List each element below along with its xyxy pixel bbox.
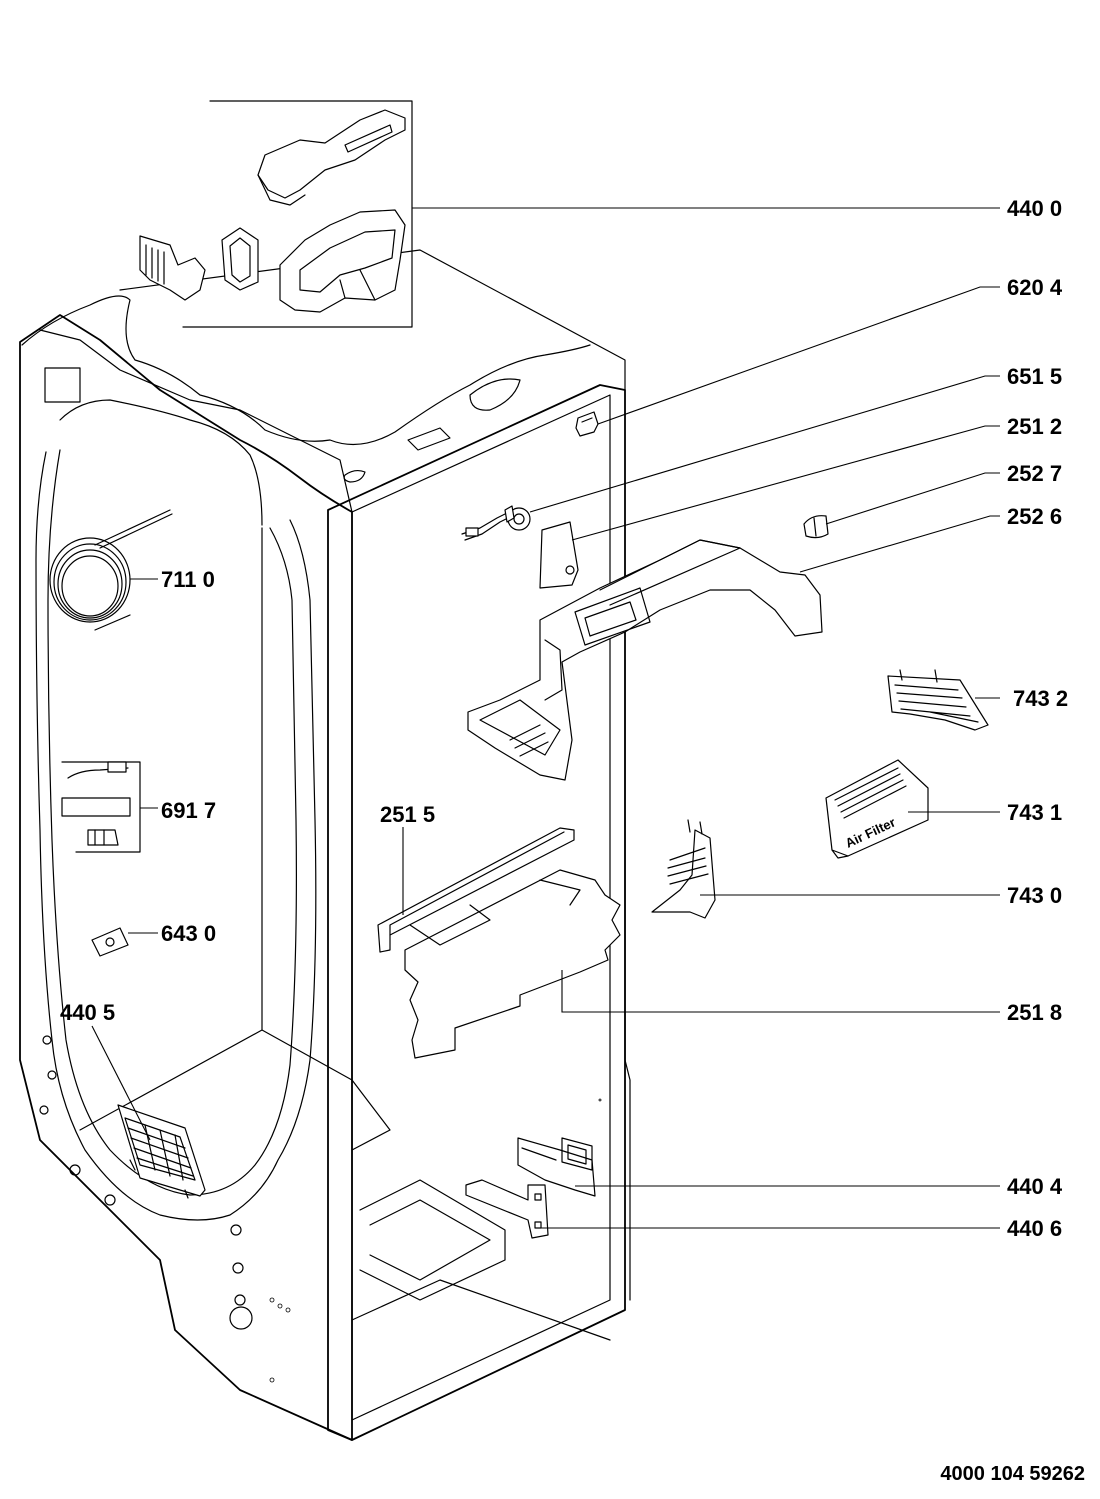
part-440-0-air-duct-assembly — [139, 100, 413, 328]
callout-labels: 440 0 620 4 651 5 251 2 252 7 252 6 711 … — [60, 196, 1068, 1241]
document-number: 4000 104 59262 — [940, 1463, 1085, 1485]
callout-440-6: 440 6 — [1007, 1216, 1062, 1241]
part-691-7-kit — [61, 761, 141, 853]
callout-743-2: 743 2 — [1013, 686, 1068, 711]
callout-620-4: 620 4 — [1007, 275, 1063, 300]
leader-lines — [91, 207, 1000, 1229]
callout-252-6: 252 6 — [1007, 504, 1062, 529]
callout-743-1: 743 1 — [1007, 800, 1062, 825]
callout-440-0: 440 0 — [1007, 196, 1062, 221]
callout-743-0: 743 0 — [1007, 883, 1062, 908]
part-743-1-air-filter-cover: Air Filter — [825, 759, 929, 859]
callout-251-5: 251 5 — [380, 802, 435, 827]
part-440-5-grille — [117, 1104, 206, 1199]
callout-643-0: 643 0 — [161, 921, 216, 946]
callout-440-5: 440 5 — [60, 1000, 115, 1025]
part-440-6-bracket — [465, 1179, 549, 1239]
part-251-2-plate — [539, 521, 579, 589]
callout-440-4: 440 4 — [1007, 1174, 1063, 1199]
part-251-8-panel — [404, 869, 621, 1059]
part-743-2-louvre — [887, 669, 989, 731]
part-252-6-dispenser-housing — [467, 539, 823, 781]
part-743-0-side-louvre — [651, 819, 716, 919]
callout-251-2: 251 2 — [1007, 414, 1062, 439]
cabinet-liner — [19, 249, 631, 1441]
part-252-7-knob — [803, 515, 829, 539]
part-643-0-bracket — [91, 927, 129, 957]
part-620-4-clip — [575, 411, 599, 437]
part-440-4-bracket — [517, 1137, 596, 1197]
part-251-5-rail — [377, 827, 575, 953]
callout-691-7: 691 7 — [161, 798, 216, 823]
callout-251-8: 251 8 — [1007, 1000, 1062, 1025]
part-711-0-coiled-tube — [49, 509, 173, 631]
callout-651-5: 651 5 — [1007, 364, 1062, 389]
part-651-5-sensor — [461, 505, 531, 541]
callout-711-0: 711 0 — [161, 567, 215, 592]
callout-252-7: 252 7 — [1007, 461, 1062, 486]
